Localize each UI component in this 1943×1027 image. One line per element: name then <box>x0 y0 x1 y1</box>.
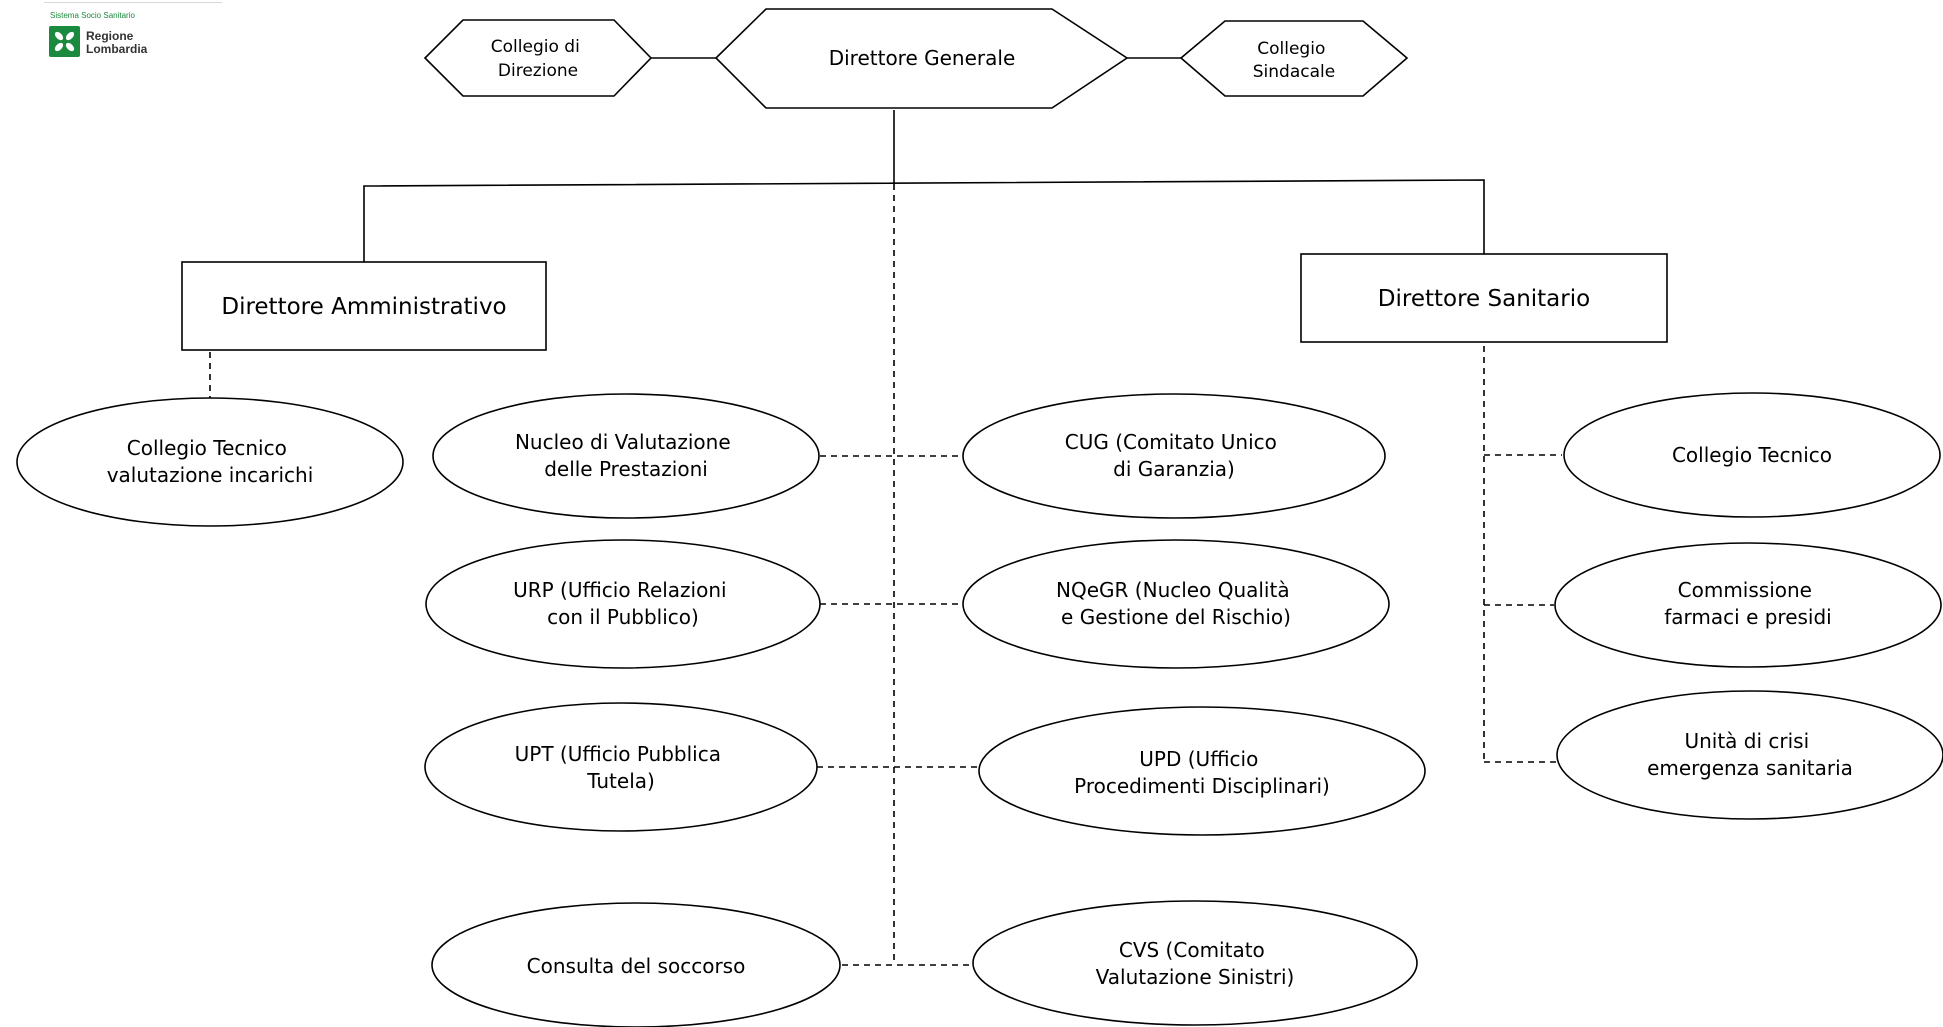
node-label-line2: Sindacale <box>1253 62 1335 82</box>
node-label-line1: UPD (Ufficio <box>1139 747 1258 771</box>
svg-text:Nucleo di Valutazione de: Nucleo di Valutazione delle Prestazioni <box>515 430 737 481</box>
solid-connectors <box>363 57 1485 262</box>
svg-text:CVS (Comitato Valutazion: CVS (Comitato Valutazione Sinistri) <box>1096 938 1295 989</box>
ellipse-shape <box>978 706 1426 836</box>
node-direttore-sanitario: Direttore Sanitario <box>1300 253 1668 343</box>
node-nucleo-valutazione: Nucleo di Valutazione delle Prestazioni <box>432 393 820 519</box>
node-label-line1: Consulta del soccorso <box>527 954 746 978</box>
node-label-line1: Collegio Tecnico <box>127 436 287 460</box>
logo-name-line2: Lombardia <box>86 42 148 56</box>
regione-lombardia-logo: Sistema Socio Sanitario Regione Lombardi… <box>44 2 222 57</box>
ellipse-shape <box>1554 542 1942 668</box>
logo-rose-icon <box>54 31 75 52</box>
node-consulta-soccorso: Consulta del soccorso <box>431 902 841 1027</box>
svg-text:Commissione farmaci e pr: Commissione farmaci e presidi <box>1664 578 1832 629</box>
hexagon-shape <box>423 19 653 97</box>
svg-text:Collegio Tecnico: Collegio Tecnico <box>1672 443 1832 467</box>
node-label-line1: UPT (Ufficio Pubblica <box>515 742 721 766</box>
ellipse-shape <box>425 539 821 669</box>
node-upd: UPD (Ufficio Procedimenti Disciplinari) <box>978 706 1426 836</box>
node-collegio-sindacale: Collegio Sindacale <box>1179 20 1409 97</box>
ellipse-shape <box>431 902 841 1027</box>
node-label-line2: Tutela) <box>586 769 655 793</box>
ellipse-shape <box>962 393 1386 519</box>
node-label-line2: emergenza sanitaria <box>1647 756 1853 780</box>
ellipse-shape <box>432 393 820 519</box>
node-urp: URP (Ufficio Relazioni con il Pubblico) <box>425 539 821 669</box>
node-commissione-farmaci: Commissione farmaci e presidi <box>1554 542 1942 668</box>
node-label-line1: Collegio <box>1257 39 1325 59</box>
node-label-line2: farmaci e presidi <box>1664 605 1832 629</box>
node-label-line1: CUG (Comitato Unico <box>1065 430 1277 454</box>
svg-text:NQeGR (Nucleo Qualità e: NQeGR (Nucleo Qualità e Gestione del Ris… <box>1056 578 1296 629</box>
svg-text:UPT (Ufficio Pubblica Tu: UPT (Ufficio Pubblica Tutela) <box>515 742 728 793</box>
node-label-line2: delle Prestazioni <box>544 457 708 481</box>
node-label-line1: CVS (Comitato <box>1119 938 1265 962</box>
svg-text:Collegio di Direzione: Collegio di Direzione <box>491 37 585 81</box>
node-label-line2: e Gestione del Rischio) <box>1061 605 1291 629</box>
node-unita-crisi: Unità di crisi emergenza sanitaria <box>1556 690 1943 820</box>
node-label-line1: Direttore Amministrativo <box>221 294 506 320</box>
hexagon-shape <box>714 8 1129 109</box>
node-label-line2: di Garanzia) <box>1113 457 1235 481</box>
ellipse-shape <box>16 397 404 527</box>
svg-text:CUG (Comitato Unico di G: CUG (Comitato Unico di Garanzia) <box>1065 430 1284 481</box>
node-label-line1: URP (Ufficio Relazioni <box>513 578 727 602</box>
svg-text:Consulta del soccorso: Consulta del soccorso <box>527 954 746 978</box>
ellipse-shape <box>962 539 1390 669</box>
svg-text:Direttore Sanitario: Direttore Sanitario <box>1378 286 1590 312</box>
svg-text:URP (Ufficio Relazioni c: URP (Ufficio Relazioni con il Pubblico) <box>513 578 733 629</box>
node-label-line1: Unità di crisi <box>1684 729 1809 753</box>
node-label-line1: NQeGR (Nucleo Qualità <box>1056 578 1290 602</box>
svg-text:Collegio Tecnico valutaz: Collegio Tecnico valutazione incarichi <box>107 436 314 487</box>
ellipse-shape <box>972 900 1418 1026</box>
logo-caption: Sistema Socio Sanitario <box>50 11 135 20</box>
node-label-line1: Collegio di <box>491 37 580 57</box>
node-label-line1: Direttore Generale <box>829 46 1016 70</box>
node-label-line1: Nucleo di Valutazione <box>515 430 731 454</box>
dashed-connectors <box>209 184 1562 966</box>
logo-name-line1: Regione <box>86 29 134 43</box>
node-label-line1: Commissione <box>1678 578 1812 602</box>
svg-text:Direttore Generale: Direttore Generale <box>829 46 1016 70</box>
hexagon-shape <box>1179 20 1409 97</box>
node-label-line2: valutazione incarichi <box>107 463 314 487</box>
node-label-line2: con il Pubblico) <box>547 605 699 629</box>
svg-text:UPD (Ufficio Procediment: UPD (Ufficio Procedimenti Disciplinari) <box>1074 747 1330 798</box>
svg-text:Direttore Amministrativo: Direttore Amministrativo <box>221 294 506 320</box>
node-label-line1: Collegio Tecnico <box>1672 443 1832 467</box>
node-upt: UPT (Ufficio Pubblica Tutela) <box>424 702 818 832</box>
connector-horizontal-bar <box>363 179 1485 262</box>
ellipse-shape <box>424 702 818 832</box>
node-label-line2: Direzione <box>498 61 578 81</box>
node-collegio-direzione: Collegio di Direzione <box>423 19 653 97</box>
box-shape <box>1300 253 1668 343</box>
node-label-line2: Valutazione Sinistri) <box>1096 965 1295 989</box>
box-shape <box>181 261 547 351</box>
ellipse-shape <box>1563 392 1941 518</box>
node-cvs: CVS (Comitato Valutazione Sinistri) <box>972 900 1418 1026</box>
node-cug: CUG (Comitato Unico di Garanzia) <box>962 393 1386 519</box>
node-label-line1: Direttore Sanitario <box>1378 286 1590 312</box>
node-nqegr: NQeGR (Nucleo Qualità e Gestione del Ris… <box>962 539 1390 669</box>
node-collegio-tecnico: Collegio Tecnico <box>1563 392 1941 518</box>
svg-text:Unità di crisi emergenza: Unità di crisi emergenza sanitaria <box>1647 729 1853 780</box>
node-direttore-generale: Direttore Generale <box>714 8 1129 109</box>
node-direttore-amministrativo: Direttore Amministrativo <box>181 261 547 351</box>
ellipse-shape <box>1556 690 1943 820</box>
node-label-line2: Procedimenti Disciplinari) <box>1074 774 1330 798</box>
svg-text:Collegio Sindacale: Collegio Sindacale <box>1253 39 1335 82</box>
node-collegio-tecnico-incarichi: Collegio Tecnico valutazione incarichi <box>16 397 404 527</box>
